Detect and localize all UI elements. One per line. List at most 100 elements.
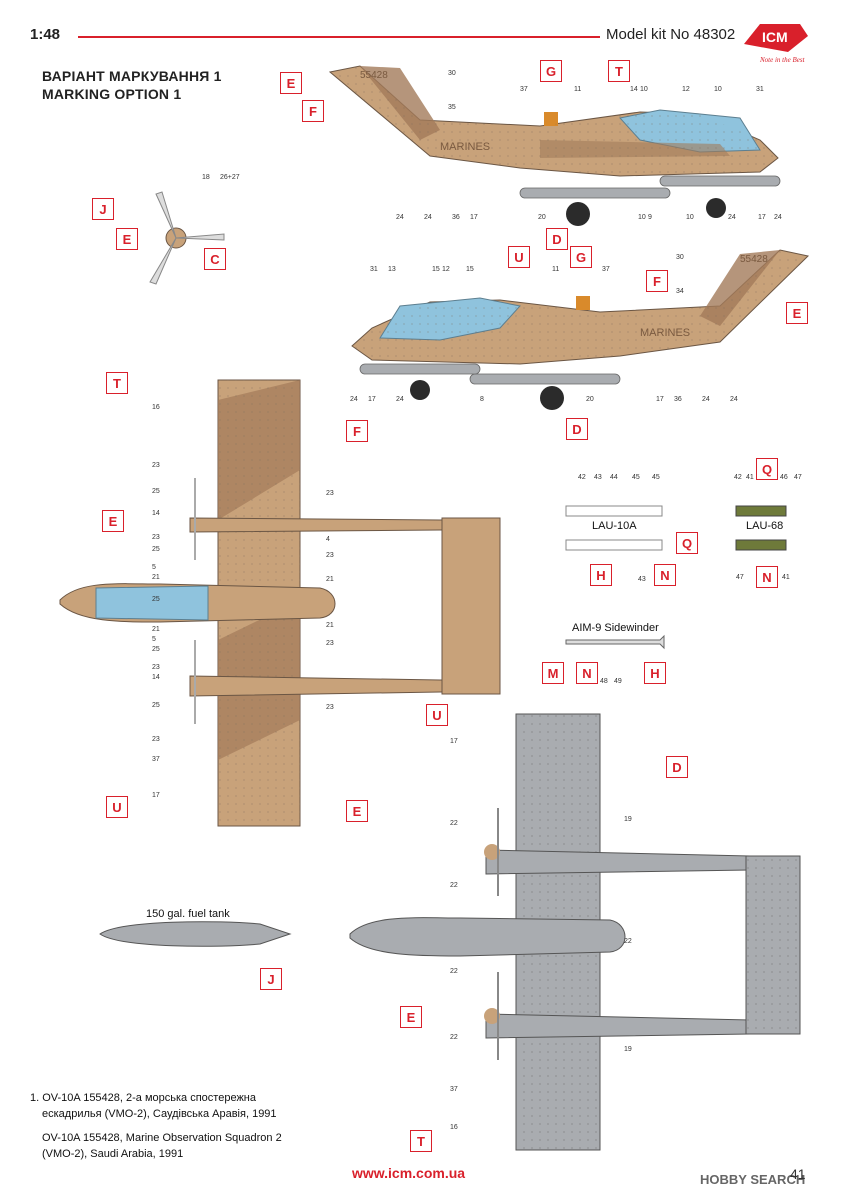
num: 5 bbox=[152, 564, 156, 571]
num: 17 bbox=[656, 396, 664, 403]
num: 25 bbox=[152, 596, 160, 603]
num: 12 bbox=[442, 266, 450, 273]
num: 25 bbox=[152, 702, 160, 709]
num: 42 bbox=[578, 474, 586, 481]
fuel-tank bbox=[99, 921, 292, 947]
callout-m-1: M bbox=[542, 662, 564, 684]
rocket-pods bbox=[565, 505, 787, 650]
num: 14 bbox=[152, 510, 160, 517]
num: 48 bbox=[600, 678, 608, 685]
num: 5 bbox=[152, 636, 156, 643]
num: 24 bbox=[728, 214, 736, 221]
num: 22 bbox=[450, 820, 458, 827]
num: 14 bbox=[630, 86, 638, 93]
num: 13 bbox=[388, 266, 396, 273]
callout-n-3: N bbox=[576, 662, 598, 684]
marking-title-ukr: ВАРІАНТ МАРКУВАННЯ 1 bbox=[42, 68, 222, 84]
num: 45 bbox=[632, 474, 640, 481]
callout-d-2: D bbox=[566, 418, 588, 440]
num: 43 bbox=[594, 474, 602, 481]
num: 23 bbox=[152, 664, 160, 671]
num: 23 bbox=[326, 552, 334, 559]
num: 37 bbox=[450, 1086, 458, 1093]
num: 35 bbox=[448, 104, 456, 111]
num: 42 bbox=[734, 474, 742, 481]
label-lau10a: LAU-10A bbox=[592, 520, 637, 532]
num: 4 bbox=[326, 536, 330, 543]
num: 10 bbox=[686, 214, 694, 221]
callout-e-3: E bbox=[786, 302, 808, 324]
num: 17 bbox=[758, 214, 766, 221]
num: 17 bbox=[368, 396, 376, 403]
num: 12 bbox=[682, 86, 690, 93]
num: 19 bbox=[624, 816, 632, 823]
num: 21 bbox=[326, 576, 334, 583]
callout-n-2: N bbox=[756, 566, 778, 588]
label-fuel-tank: 150 gal. fuel tank bbox=[146, 908, 230, 920]
website-link[interactable]: www.icm.com.ua bbox=[352, 1165, 466, 1181]
num: 36 bbox=[452, 214, 460, 221]
num: 37 bbox=[602, 266, 610, 273]
num: 47 bbox=[794, 474, 802, 481]
marking-title-eng: MARKING OPTION 1 bbox=[42, 86, 182, 102]
num: 43 bbox=[638, 576, 646, 583]
num: 14 bbox=[152, 674, 160, 681]
num: 34 bbox=[676, 288, 684, 295]
num: 16 bbox=[152, 404, 160, 411]
num: 23 bbox=[152, 534, 160, 541]
callout-e-4: E bbox=[102, 510, 124, 532]
callout-n-1: N bbox=[654, 564, 676, 586]
callout-g-2: G bbox=[570, 246, 592, 268]
callout-h-1: H bbox=[590, 564, 612, 586]
callout-e-1: E bbox=[280, 72, 302, 94]
num: 21 bbox=[152, 574, 160, 581]
num: 10 bbox=[638, 214, 646, 221]
callout-j-1: J bbox=[92, 198, 114, 220]
num: 24 bbox=[424, 214, 432, 221]
side-view-left: 55428 MARINES bbox=[351, 249, 810, 410]
watermark: HOBBY SEARCH bbox=[700, 1172, 806, 1187]
num: 21 bbox=[152, 626, 160, 633]
callout-t-3: T bbox=[410, 1130, 432, 1152]
label-aim9: AIM-9 Sidewinder bbox=[572, 622, 659, 634]
num: 11 bbox=[574, 86, 582, 93]
num: 47 bbox=[736, 574, 744, 581]
bottom-view bbox=[349, 713, 801, 1151]
num: 31 bbox=[756, 86, 764, 93]
num: 21 bbox=[326, 622, 334, 629]
callout-f-2: F bbox=[646, 270, 668, 292]
callout-f-1: F bbox=[302, 100, 324, 122]
num: 30 bbox=[676, 254, 684, 261]
num: 23 bbox=[326, 490, 334, 497]
num: 23 bbox=[152, 736, 160, 743]
num: 22 bbox=[624, 938, 632, 945]
scale-label: 1:48 bbox=[30, 26, 61, 43]
caption-ukr-line1: 1. OV-10A 155428, 2-а морська спостережн… bbox=[30, 1092, 256, 1104]
marines-text-2: MARINES bbox=[640, 327, 690, 339]
num: 15 bbox=[466, 266, 474, 273]
callout-g-1: G bbox=[540, 60, 562, 82]
callout-q-1: Q bbox=[756, 458, 778, 480]
num: 25 bbox=[152, 646, 160, 653]
num: 18 bbox=[202, 174, 210, 181]
caption-ukr-line2: ескадрилья (VMO-2), Саудівська Аравія, 1… bbox=[42, 1108, 277, 1120]
label-lau68: LAU-68 bbox=[746, 520, 784, 532]
num: 25 bbox=[152, 546, 160, 553]
num: 41 bbox=[782, 574, 790, 581]
num: 24 bbox=[396, 396, 404, 403]
num: 17 bbox=[470, 214, 478, 221]
callout-q-2: Q bbox=[676, 532, 698, 554]
callout-d-3: D bbox=[666, 756, 688, 778]
num: 10 bbox=[714, 86, 722, 93]
serial-text: 55428 bbox=[360, 70, 388, 81]
num: 23 bbox=[152, 462, 160, 469]
callout-t-2: T bbox=[106, 372, 128, 394]
num: 36 bbox=[674, 396, 682, 403]
callout-j-2: J bbox=[260, 968, 282, 990]
num: 31 bbox=[370, 266, 378, 273]
callout-u-1: U bbox=[508, 246, 530, 268]
num: 41 bbox=[746, 474, 754, 481]
callout-h-2: H bbox=[644, 662, 666, 684]
caption-eng-line1: OV-10A 155428, Marine Observation Squadr… bbox=[42, 1132, 282, 1144]
